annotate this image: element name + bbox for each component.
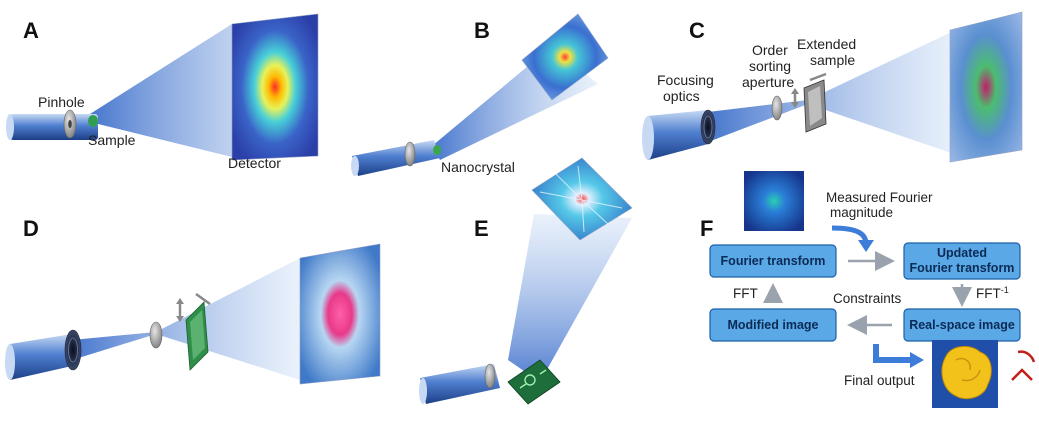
extended-label-1: Extended <box>797 36 856 52</box>
ifft-label: FFT-1 <box>976 285 1009 301</box>
constraints-label: Constraints <box>833 291 902 306</box>
focusing-label-2: optics <box>663 88 700 104</box>
updated-label-1: Updated <box>937 246 987 260</box>
order-label-3: aperture <box>742 74 794 90</box>
measured-pattern-image <box>744 171 804 231</box>
beam-cone-e <box>508 214 632 382</box>
order-label-1: Order <box>752 42 788 58</box>
panel-d: D <box>5 216 381 385</box>
modified-image-box <box>709 308 837 342</box>
panel-f: F Measured Fourier magnitude Fourier tra… <box>700 171 1036 408</box>
detector-screen-b <box>521 13 609 101</box>
beam-tube-a <box>10 114 98 140</box>
red-mark-icon <box>1017 350 1036 363</box>
panel-a: A Pinhole Sample Detector <box>6 13 319 171</box>
updated-label-2: Fourier transform <box>910 261 1015 275</box>
pinhole-label: Pinhole <box>38 94 85 110</box>
panel-c: C Focusing optics Order sorting aperture… <box>642 11 1023 163</box>
beam-tube-b <box>352 140 440 176</box>
panel-e-label: E <box>474 216 489 241</box>
panel-b: B Nanocrystal <box>351 13 609 176</box>
panel-d-label: D <box>23 216 39 241</box>
beam-cone-d <box>72 258 300 380</box>
beam-tube-c <box>648 110 708 160</box>
fourier-transform-box <box>709 244 837 278</box>
panel-e: E <box>419 157 633 405</box>
updated-fourier-box <box>903 242 1021 280</box>
beam-tube-e <box>420 364 500 404</box>
nanocrystal-dot <box>433 145 441 155</box>
pinhole-disc-b <box>404 141 416 167</box>
panel-c-label: C <box>689 18 705 43</box>
measured-label-1: Measured Fourier <box>826 190 933 205</box>
detector-screen-a <box>231 13 319 161</box>
final-output-arrow <box>873 344 912 363</box>
red-caret-icon <box>1011 368 1033 381</box>
focusing-label-1: Focusing <box>657 72 714 88</box>
reconstructed-object <box>941 346 992 400</box>
detector-screen-c <box>949 11 1023 163</box>
detector-label: Detector <box>228 155 281 171</box>
fft-label: FFT <box>733 286 758 301</box>
order-sorting-aperture <box>771 95 783 121</box>
fourier-transform-label: Fourier transform <box>721 254 826 268</box>
modified-image-label: Modified image <box>728 318 819 332</box>
panel-b-label: B <box>474 18 490 43</box>
sample-label: Sample <box>88 132 136 148</box>
beam-cone-c <box>708 28 960 156</box>
nanocrystal-label: Nanocrystal <box>441 159 515 175</box>
focusing-optic-c <box>700 109 716 145</box>
focusing-optic-d <box>64 329 82 371</box>
aperture-disc-d <box>149 321 163 349</box>
detector-screen-d <box>299 243 381 385</box>
order-label-2: sorting <box>749 58 791 74</box>
final-output-label: Final output <box>844 373 915 388</box>
pinhole-disc-e <box>484 363 496 389</box>
real-space-image-label: Real-space image <box>909 318 1015 332</box>
extended-label-2: sample <box>810 52 855 68</box>
measured-label-2: magnitude <box>830 205 893 220</box>
sample-dot-a <box>88 115 98 127</box>
panel-f-label: F <box>700 216 713 241</box>
beam-tube-d <box>10 334 72 380</box>
panel-a-label: A <box>23 18 39 43</box>
